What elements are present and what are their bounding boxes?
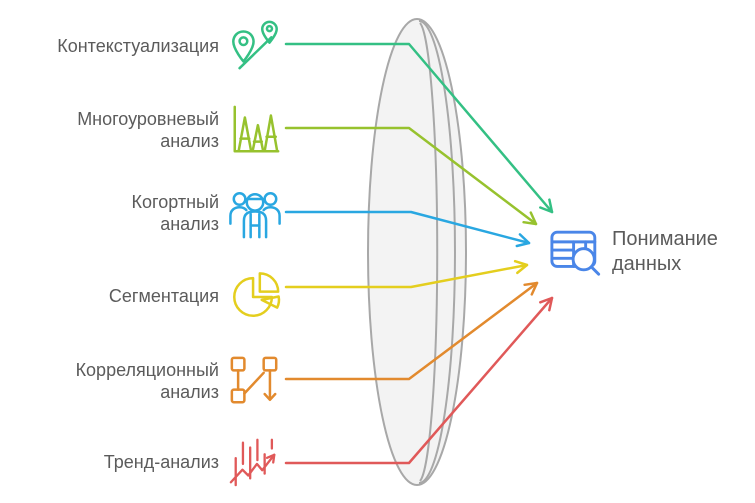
method-row-segmentation: Сегментация <box>0 268 282 324</box>
method-row-correlation: Корреляционный анализ <box>0 353 282 409</box>
method-row-multilevel: Многоуровневый анализ <box>0 102 282 158</box>
arrow-cohort-analysis <box>284 210 531 248</box>
result-block: Понимание данных <box>549 224 718 280</box>
method-label: Тренд-анализ <box>103 451 219 472</box>
arrow-contextualization <box>284 42 554 214</box>
method-label: Контекстуализация <box>57 35 219 56</box>
data-table-search-icon <box>549 224 603 280</box>
correlation-flow-icon <box>228 353 282 409</box>
arrow-segmentation <box>284 259 529 289</box>
people-group-icon <box>228 185 282 241</box>
method-row-contextualization: Контекстуализация <box>0 17 282 75</box>
method-row-cohort: Когортный анализ <box>0 185 282 241</box>
result-label: Понимание данных <box>612 228 718 275</box>
trend-chart-icon <box>228 434 282 490</box>
method-label: Когортный анализ <box>131 191 219 235</box>
map-pins-icon <box>228 17 282 75</box>
arrow-trend-analysis <box>284 296 554 465</box>
method-label: Многоуровневый анализ <box>77 108 219 152</box>
lens-shape <box>367 18 467 486</box>
method-label: Сегментация <box>108 285 219 306</box>
mountain-peaks-chart-icon <box>228 102 282 158</box>
method-row-trend: Тренд-анализ <box>0 434 282 490</box>
method-label: Корреляционный анализ <box>75 359 219 403</box>
arrow-multilevel-analysis <box>284 126 538 226</box>
arrow-correlation-analysis <box>284 281 539 381</box>
pie-chart-icon <box>228 268 282 324</box>
